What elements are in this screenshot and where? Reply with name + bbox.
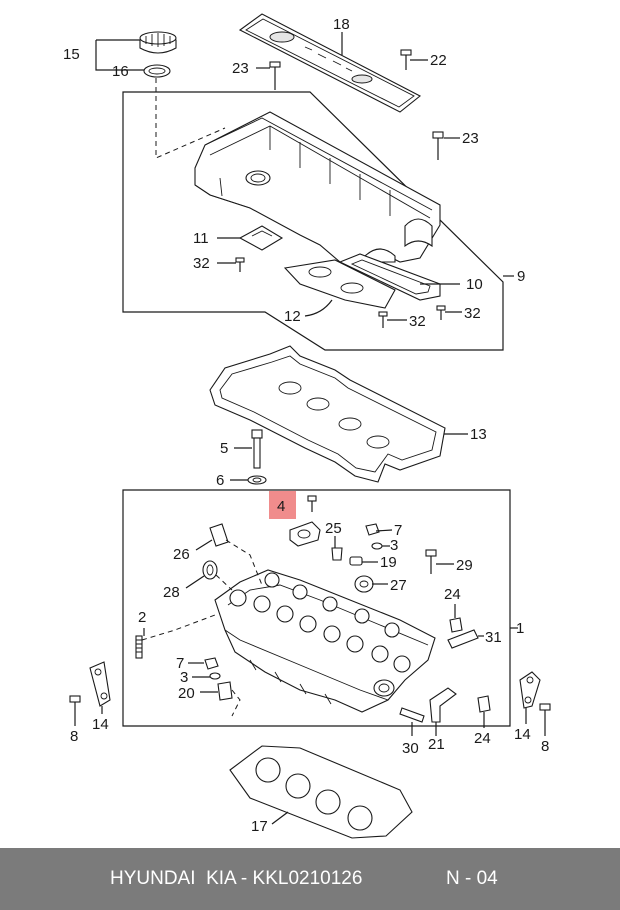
cylinder-head-gasket bbox=[229, 745, 413, 839]
callout-18: 18 bbox=[333, 16, 350, 33]
footer-part-number: HYUNDAI KIA - KKL0210126 bbox=[110, 868, 363, 889]
rocker-cover bbox=[194, 111, 441, 271]
callout-6: 6 bbox=[216, 472, 224, 489]
callout-14: 14 bbox=[92, 716, 109, 733]
callout-2: 2 bbox=[138, 609, 146, 626]
seal-28 bbox=[202, 560, 218, 580]
cover-assembly-frame bbox=[122, 91, 504, 351]
callout-31: 31 bbox=[485, 629, 502, 646]
exploded-view-diagram: 1 2 3 3 4 5 6 7 7 8 8 9 10 11 12 13 14 1… bbox=[63, 13, 551, 839]
callout-10: 10 bbox=[466, 276, 483, 293]
nut-7-upper bbox=[365, 523, 380, 536]
callout-1: 1 bbox=[516, 620, 524, 637]
plug-tube-gasket bbox=[283, 259, 396, 309]
bolt-23-right bbox=[432, 131, 444, 160]
callout-20: 20 bbox=[178, 685, 195, 702]
head-cover-gasket bbox=[209, 345, 446, 483]
pin-3-lower bbox=[209, 672, 221, 680]
head-bolt-washer bbox=[247, 475, 267, 485]
callout-32: 32 bbox=[193, 255, 210, 272]
ornament-cover bbox=[238, 13, 422, 113]
callout-32: 32 bbox=[409, 313, 426, 330]
stud-30 bbox=[399, 707, 425, 723]
leader-lines bbox=[74, 32, 546, 825]
camshaft-bearing-cap bbox=[289, 521, 321, 547]
bolt-8-right bbox=[539, 703, 551, 724]
pin-3-upper bbox=[371, 542, 383, 550]
callout-11: 11 bbox=[193, 230, 209, 247]
stud-2 bbox=[135, 635, 143, 659]
cover-gasket-small bbox=[338, 253, 441, 301]
fitting-21 bbox=[429, 687, 457, 723]
callout-8: 8 bbox=[70, 728, 78, 745]
oil-filler-seal bbox=[143, 64, 171, 78]
hanger-bracket-right bbox=[519, 671, 541, 709]
callout-13: 13 bbox=[470, 426, 487, 443]
callout-23: 23 bbox=[232, 60, 249, 77]
callout-23: 23 bbox=[462, 130, 479, 147]
callout-7: 7 bbox=[394, 522, 402, 539]
plug-20 bbox=[217, 681, 233, 701]
callout-25: 25 bbox=[325, 520, 342, 537]
head-bolt bbox=[251, 429, 263, 469]
footer-bar: HYUNDAI KIA - KKL0210126 N - 04 bbox=[0, 848, 620, 910]
callout-30: 30 bbox=[402, 740, 419, 757]
callout-32: 32 bbox=[464, 305, 481, 322]
callout-29: 29 bbox=[456, 557, 473, 574]
callout-3: 3 bbox=[390, 537, 398, 554]
sleeve-26 bbox=[209, 523, 229, 547]
baffle-plate bbox=[238, 225, 284, 251]
footer-diagram-code: N - 04 bbox=[446, 868, 498, 889]
callout-24: 24 bbox=[474, 730, 491, 747]
callout-3: 3 bbox=[180, 669, 188, 686]
plug-24-upper bbox=[449, 617, 463, 633]
pipe-31 bbox=[447, 629, 479, 649]
callout-14: 14 bbox=[514, 726, 531, 743]
highlight-box bbox=[269, 491, 296, 519]
callout-21: 21 bbox=[428, 736, 445, 753]
bolt-4 bbox=[307, 495, 317, 512]
callout-5: 5 bbox=[220, 440, 228, 457]
callout-24: 24 bbox=[444, 586, 461, 603]
callout-16: 16 bbox=[112, 63, 129, 80]
seal-27 bbox=[354, 575, 374, 593]
cylinder-head bbox=[214, 569, 436, 713]
bolt-32-left bbox=[235, 257, 245, 272]
plug-24-lower bbox=[477, 695, 491, 713]
callout-labels: 1 2 3 3 4 5 6 7 7 8 8 9 10 11 12 13 14 1… bbox=[63, 16, 549, 835]
bolt-29 bbox=[425, 549, 437, 574]
callout-27: 27 bbox=[390, 577, 407, 594]
bolt-32-right bbox=[436, 305, 446, 320]
bolt-22 bbox=[400, 49, 412, 70]
bolt-23-upper bbox=[269, 61, 281, 90]
callout-9: 9 bbox=[517, 268, 525, 285]
bolt-32-center bbox=[378, 311, 388, 328]
plug-25 bbox=[331, 547, 343, 561]
callout-28: 28 bbox=[163, 584, 180, 601]
callout-22: 22 bbox=[430, 52, 447, 69]
callout-17: 17 bbox=[251, 818, 268, 835]
oil-filler-cap bbox=[139, 31, 177, 54]
cylinder-head-assembly-frame bbox=[122, 489, 511, 727]
callout-19: 19 bbox=[380, 554, 397, 571]
callout-15: 15 bbox=[63, 46, 80, 63]
callout-26: 26 bbox=[173, 546, 190, 563]
callout-7: 7 bbox=[176, 655, 184, 672]
dowel-19 bbox=[349, 556, 363, 566]
callout-12: 12 bbox=[284, 308, 301, 325]
hanger-bracket-left bbox=[89, 661, 111, 707]
bolt-8-left bbox=[69, 695, 81, 716]
callout-8: 8 bbox=[541, 738, 549, 755]
callout-4: 4 bbox=[277, 498, 285, 515]
nut-7-lower bbox=[204, 657, 219, 670]
